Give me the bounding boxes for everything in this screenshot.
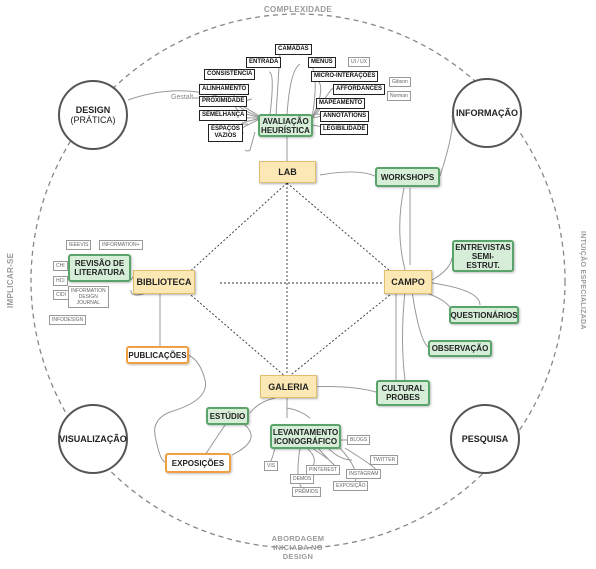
espacos-line1: ESPAÇOS <box>211 126 240 132</box>
cultural-line2: PROBES <box>386 393 420 402</box>
ref-demos: DEMOS <box>290 474 315 484</box>
box-exposicoes: EXPOSIÇÕES <box>165 453 231 473</box>
circle-design-title: DESIGN <box>75 105 111 115</box>
cultural-line1: CULTURAL <box>381 384 425 393</box>
circle-visualizacao: VISUALIZAÇÃO <box>58 404 128 474</box>
ref-ui-ux: UI / UX <box>348 57 371 67</box>
ref-gibson: Gibson <box>389 77 411 87</box>
espacos-line2: VAZIOS <box>214 133 237 139</box>
box-estudio: ESTÚDIO <box>206 407 249 425</box>
box-questionarios: QUESTIONÁRIOS <box>449 306 519 324</box>
ref-information-plus: INFORMATION+ <box>99 240 143 250</box>
tag-proximidade: PROXIMIDADE <box>199 96 248 107</box>
box-workshops: WORKSHOPS <box>375 167 440 187</box>
tag-espacos-vazios: ESPAÇOS VAZIOS <box>208 124 243 142</box>
hub-lab: LAB <box>259 161 316 183</box>
box-levantamento: LEVANTAMENTO ICONOGRÁFICO <box>270 424 341 449</box>
ref-gestalt: Gestalt <box>171 94 194 101</box>
circle-pesquisa: PESQUISA <box>450 404 520 474</box>
tag-consistencia: CONSISTÊNCIA <box>204 69 256 80</box>
tag-menus: MENUS <box>308 57 336 68</box>
label-abordagem-line3: DESIGN <box>282 552 314 561</box>
box-observacao: OBSERVAÇÃO <box>428 340 492 357</box>
ref-twitter: TWITTER <box>370 455 399 465</box>
ref-instagram: INSTAGRAM <box>346 469 382 479</box>
circle-pesquisa-title: PESQUISA <box>461 434 509 444</box>
tag-legibilidade: LEGIBILIDADE <box>320 124 369 135</box>
entrevistas-line3: ESTRUT. <box>466 260 500 270</box>
avaliacao-line1: AVALIAÇÃO <box>262 116 309 126</box>
label-intuicao-especializada: INTUIÇÃO ESPECIALIZADA <box>561 230 587 330</box>
levantamento-line2: ICONOGRÁFICO <box>273 436 338 446</box>
ref-hci: HCI <box>53 276 68 286</box>
idj-line2: DESIGN <box>78 294 98 300</box>
revisao-line2: LITERATURA <box>74 268 125 277</box>
hub-galeria: GALERIA <box>260 375 317 398</box>
avaliacao-line2: HEURÍSTICA <box>261 125 310 135</box>
tag-alinhamento: ALINHAMENTO <box>199 84 250 95</box>
tag-mapeamento: MAPEAMENTO <box>316 98 366 109</box>
label-abordagem: ABORDAGEM INICIADA NO DESIGN <box>240 534 356 561</box>
circle-visualizacao-title: VISUALIZAÇÃO <box>59 434 127 444</box>
revisao-line1: REVISÃO DE <box>74 259 125 268</box>
ref-cidi: CIDI <box>53 290 69 300</box>
box-avaliacao-heuristica: AVALIAÇÃO HEURÍSTICA <box>258 114 313 137</box>
label-abordagem-line2: INICIADA NO <box>273 543 323 552</box>
entrevistas-line2: SEMI- <box>471 251 495 261</box>
ref-norman: Norman <box>387 91 411 101</box>
ref-exposicao: EXPOSIÇÃO <box>333 481 369 491</box>
tag-affordances: AFFORDANCES <box>333 84 385 95</box>
ref-blogs: BLOGS <box>347 435 371 445</box>
circle-informacao-title: INFORMAÇÃO <box>456 108 518 118</box>
circle-design: DESIGN (PRÁTICA) <box>58 80 128 150</box>
box-publicacoes: PUBLICAÇÕES <box>126 346 189 364</box>
circle-design-subtitle: (PRÁTICA) <box>70 115 116 125</box>
hub-campo: CAMPO <box>384 270 432 294</box>
label-complexidade: COMPLEXIDADE <box>263 5 333 14</box>
levantamento-line1: LEVANTAMENTO <box>272 427 339 437</box>
label-implicar-se: IMPLICAR-SE <box>6 252 15 308</box>
label-intuicao-text: INTUIÇÃO ESPECIALIZADA <box>579 230 586 330</box>
ref-ieeevis: IEEEVIS <box>66 240 92 250</box>
box-cultural-probes: CULTURAL PROBES <box>376 380 430 406</box>
ref-infodesign: INFODESIGN <box>49 315 87 325</box>
tag-camadas: CAMADAS <box>275 44 312 55</box>
idj-line1: INFORMATION <box>71 288 106 294</box>
label-abordagem-line1: ABORDAGEM <box>271 534 325 543</box>
idj-line3: JOURNAL <box>76 300 100 306</box>
ref-pinterest: PINTEREST <box>306 465 341 475</box>
hub-biblioteca: BIBLIOTECA <box>133 270 195 294</box>
circle-informacao: INFORMAÇÃO <box>452 78 522 148</box>
ref-vis: VIS <box>264 461 279 471</box>
tag-annotations: ANNOTATIONS <box>320 111 370 122</box>
tag-entrada: ENTRADA <box>246 57 282 68</box>
ref-chi: CHI <box>53 261 68 271</box>
tag-micro-interacoes: MICRO-INTERAÇÕES <box>311 71 379 82</box>
box-revisao-literatura: REVISÃO DE LITERATURA <box>68 254 131 282</box>
box-entrevistas: ENTREVISTAS SEMI- ESTRUT. <box>452 240 514 272</box>
ref-premios: PRÊMIOS <box>292 487 322 497</box>
tag-semelhanca: SEMELHANÇA <box>199 110 248 121</box>
entrevistas-line1: ENTREVISTAS <box>455 242 511 252</box>
ref-information-design-journal: INFORMATION DESIGN JOURNAL <box>68 286 109 308</box>
